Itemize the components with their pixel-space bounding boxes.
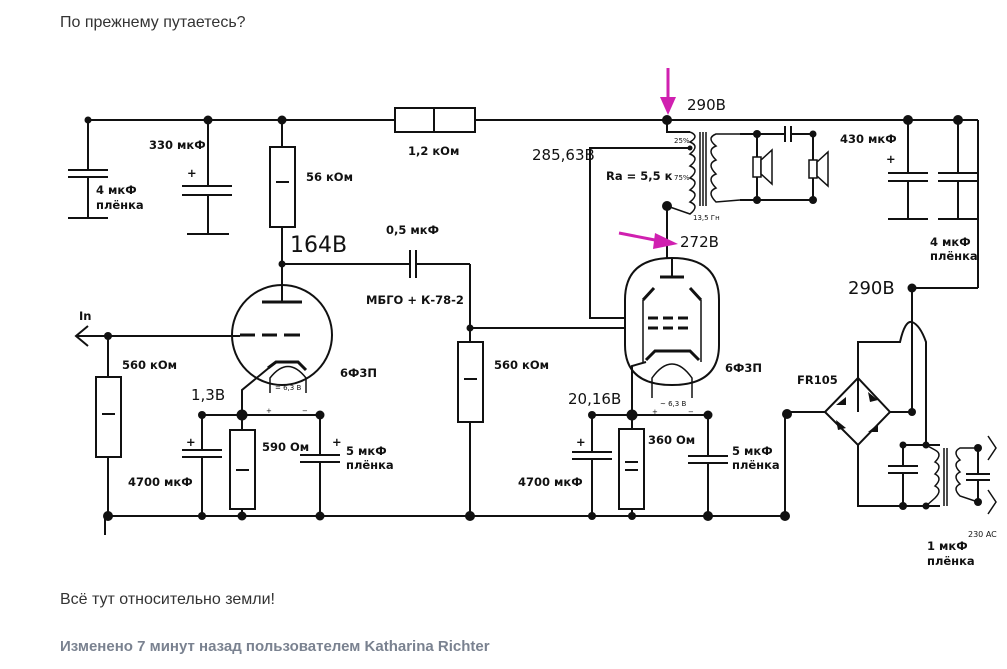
plus-sign: +: [187, 166, 197, 180]
heater-1-minus: −: [302, 407, 308, 415]
capacitor-430uf: [888, 115, 928, 220]
label-r-1-2k: 1,2 кОм: [408, 144, 459, 158]
resistor-560k-left: [95, 336, 122, 521]
label-c-1uf-film: плёнка: [927, 554, 975, 568]
label-tube-1: 6Ф3П: [340, 366, 377, 380]
label-c-5uf-left: 5 мкФ: [346, 444, 387, 458]
label-v-290-top: 290В: [687, 96, 726, 114]
post-question-text: По прежнему путаетесь?: [60, 14, 246, 31]
label-c-mbgo: МБГО + К-78-2: [366, 293, 464, 307]
cathode-network-1: [182, 409, 340, 521]
label-v-164: 164В: [290, 233, 347, 258]
capacitor-330uf: [182, 115, 232, 235]
label-ac: 230 AC: [968, 530, 997, 539]
annotation-arrow-290v: [660, 68, 676, 115]
plus-sign: +: [186, 435, 196, 449]
label-tap-75: 75%: [674, 174, 690, 182]
input-terminal: [74, 325, 240, 347]
power-supply: [780, 283, 997, 521]
tube-amplifier-schematic: 4 мкФ плёнка 330 мкФ + 56 кОм 164В 1,2 к…: [68, 68, 997, 568]
capacitor-4uf-film-right: [938, 115, 978, 220]
label-r-590: 590 Ом: [262, 440, 309, 454]
capacitor-4uf-film-left: [68, 116, 108, 219]
label-c-4uf-left: 4 мкФ: [96, 183, 137, 197]
label-c-5uf-right: 5 мкФ: [732, 444, 773, 458]
label-c-5uf-left-film: плёнка: [346, 458, 394, 472]
plus-sign: +: [886, 152, 896, 166]
label-c-4uf-right: 4 мкФ: [930, 235, 971, 249]
resistor-56k: [269, 115, 296, 264]
label-c-330uf: 330 мкФ: [149, 138, 206, 152]
label-r-560k-left: 560 кОм: [122, 358, 177, 372]
label-v-285: 285,63В: [532, 146, 595, 164]
label-r-560k-mid: 560 кОм: [494, 358, 549, 372]
resistor-1-2k: [394, 107, 476, 133]
heater-2-minus: −: [688, 408, 694, 416]
label-c-4uf-left-film: плёнка: [96, 198, 144, 212]
tube-2-pentode: [624, 256, 720, 415]
label-v-1-3: 1,3В: [191, 386, 225, 404]
output-transformer: [589, 115, 741, 319]
label-tube-2: 6Ф3П: [725, 361, 762, 375]
label-c-0-5uf: 0,5 мкФ: [386, 223, 439, 237]
coupling-capacitor-0-5uf: [278, 250, 471, 328]
heater-1-plus: +: [266, 407, 272, 415]
label-v-20-16: 20,16В: [568, 390, 621, 408]
label-c-4700-right: 4700 мкФ: [518, 475, 583, 489]
post-answer-text: Всё тут относительно земли!: [60, 591, 275, 608]
label-r-360: 360 Ом: [648, 433, 695, 447]
label-c-4uf-right-film: плёнка: [930, 249, 978, 263]
label-r-56k: 56 кОм: [306, 170, 353, 184]
plus-sign: +: [332, 435, 342, 449]
label-tap-25: 25%: [674, 137, 690, 145]
resistor-560k-mid: [457, 324, 625, 521]
annotation-arrow-272v: [618, 231, 678, 249]
bplus-rail: [88, 119, 979, 289]
heater-2-plus: +: [652, 408, 658, 416]
label-v-272: 272В: [680, 233, 719, 251]
edit-note: Изменено 7 минут назад пользователем Kat…: [60, 638, 490, 655]
label-ra: Ra = 5,5 к: [606, 169, 673, 183]
label-c-5uf-right-film: плёнка: [732, 458, 780, 472]
plus-sign: +: [576, 435, 586, 449]
label-c-1uf: 1 мкФ: [927, 539, 968, 553]
speakers: [740, 126, 829, 204]
cathode-network-2: [572, 409, 728, 521]
label-input: In: [79, 309, 91, 323]
label-inductance: 13,5 Гн: [693, 214, 720, 222]
label-fr105: FR105: [797, 373, 838, 387]
label-v-290-ps: 290В: [848, 278, 895, 299]
label-heater-2: ~ 6,3 В: [660, 400, 686, 408]
label-c-4700-left: 4700 мкФ: [128, 475, 193, 489]
label-c-430uf: 430 мкФ: [840, 132, 897, 146]
label-heater-1: = 6,3 В: [275, 384, 301, 392]
